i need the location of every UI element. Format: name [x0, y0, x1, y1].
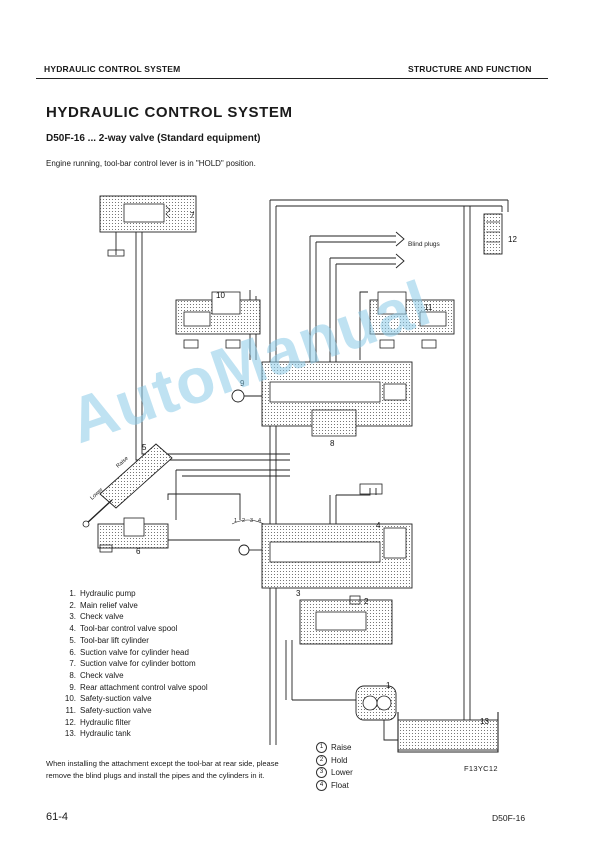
callout-11: 11 — [424, 303, 433, 312]
svg-text:4: 4 — [258, 518, 261, 524]
running-header-left: HYDRAULIC CONTROL SYSTEM — [44, 64, 181, 74]
legend-item: 2.Main relief valve — [69, 600, 138, 610]
legend-item: 13.Hydraulic tank — [64, 729, 131, 739]
svg-text:3: 3 — [250, 518, 253, 524]
blind-plug-line-a-top — [310, 235, 396, 243]
line-pump-up — [285, 640, 293, 700]
svg-text:1: 1 — [234, 518, 237, 524]
cylinder-raise-label: Raise — [115, 456, 129, 470]
line-5-to-valve — [176, 469, 290, 477]
hydraulic-pump — [355, 685, 397, 721]
line-7-to-valve-b — [141, 230, 290, 455]
callout-8: 8 — [330, 439, 335, 448]
legend-item: 11.Safety-suction valve — [65, 706, 152, 716]
page-number: 61-4 — [46, 811, 69, 823]
line-6-loop — [167, 493, 241, 520]
rear-attachment-control-valve — [231, 361, 413, 437]
callout-10: 10 — [216, 291, 225, 300]
safety-suction-valve-10 — [175, 291, 261, 349]
callout-6: 6 — [136, 547, 141, 556]
main-relief-valve — [299, 595, 393, 645]
page-subtitle: D50F-16 ... 2-way valve (Standard equipm… — [46, 133, 261, 144]
callout-13: 13 — [480, 717, 489, 726]
legend-item: 9.Rear attachment control valve spool — [69, 682, 208, 692]
blind-plug-line-b — [329, 258, 337, 370]
return-line-right — [463, 206, 471, 738]
running-header-right: STRUCTURE AND FUNCTION — [408, 64, 532, 74]
tool-bar-control-valve — [238, 483, 413, 589]
blind-plugs — [395, 231, 405, 269]
component-legend: 1.Hydraulic pump 2.Main relief valve 3.C… — [60, 588, 208, 740]
callout-3: 3 — [296, 589, 301, 598]
suction-valve-cylinder-head — [97, 517, 169, 553]
svg-text:2: 2 — [242, 518, 245, 524]
tool-bar-lift-cylinder — [82, 443, 173, 528]
return-line-top — [270, 199, 508, 207]
hydraulic-tank — [397, 712, 499, 753]
legend-item: 7.Suction valve for cylinder bottom — [69, 659, 196, 669]
legend-item: 6.Suction valve for cylinder head — [69, 647, 189, 657]
legend-item: 12.Hydraulic filter — [64, 717, 131, 727]
figure-id: F13YC12 — [464, 764, 498, 773]
callout-9: 9 — [240, 379, 245, 388]
blind-plugs-label: Blind plugs — [408, 241, 441, 248]
lever-position-dial: 1 2 3 4 — [231, 518, 265, 525]
legend-item: 10.Safety-suction valve — [64, 694, 152, 704]
legend-item: 8.Check valve — [69, 670, 124, 680]
model-code: D50F-16 — [492, 813, 526, 823]
safety-suction-valve-11 — [369, 291, 455, 349]
callout-2: 2 — [364, 597, 369, 606]
operating-condition: Engine running, tool-bar control lever i… — [46, 159, 256, 168]
page-title: HYDRAULIC CONTROL SYSTEM — [46, 104, 293, 121]
line-7-to-valve — [135, 230, 290, 461]
callout-12: 12 — [508, 235, 517, 244]
return-line-left — [269, 200, 277, 745]
legend-item: 4.Tool-bar control valve spool — [69, 624, 178, 634]
installation-note: When installing the attachment except th… — [46, 759, 279, 780]
filter-line — [501, 200, 509, 212]
legend-item: 5.Tool-bar lift cylinder — [69, 635, 149, 645]
suction-valve-cylinder-bottom — [99, 195, 197, 257]
callout-5: 5 — [142, 443, 147, 452]
blind-plug-line-b-top — [330, 257, 396, 265]
header-rule — [36, 78, 548, 79]
line-11 — [359, 291, 368, 360]
legend-item: 3.Check valve — [69, 612, 124, 622]
callout-7: 7 — [190, 211, 195, 220]
callout-numbers: 1 2 3 4 5 6 7 8 9 10 11 12 13 — [136, 211, 517, 726]
line-pump-suction — [383, 720, 400, 741]
callout-4: 4 — [376, 521, 381, 530]
callout-1: 1 — [386, 681, 391, 690]
hydraulic-filter — [483, 213, 503, 255]
legend-item: 1.Hydraulic pump — [69, 589, 136, 598]
